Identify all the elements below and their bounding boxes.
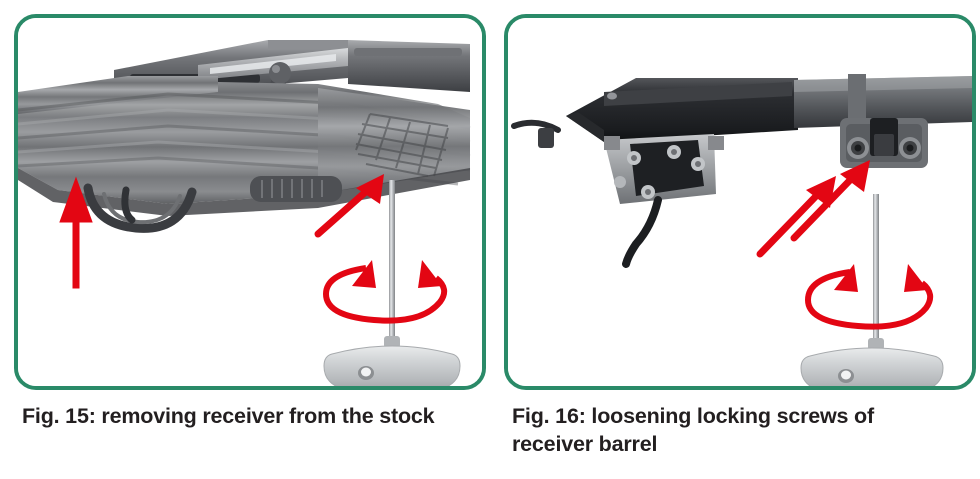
barrel-group (794, 74, 972, 130)
trigger-mechanism-group (604, 134, 724, 204)
hex-key-collar (868, 338, 884, 350)
hex-key-shaft (873, 194, 879, 346)
bolt-release-group (511, 119, 561, 148)
annotation-arrows (59, 174, 448, 324)
annotation-arrows (756, 160, 934, 330)
trigger-pins (614, 145, 705, 199)
caption-15-line2: stock (379, 404, 435, 428)
floorplate-group (250, 176, 342, 202)
photo-barrelled-action (508, 18, 972, 386)
locking-screw-right (899, 137, 921, 159)
caption-15-line1: Fig. 15: removing receiver from the (22, 404, 374, 428)
photo-rifle-in-stock (18, 18, 482, 386)
stock-group (18, 76, 471, 216)
t-handle-hex-key (800, 194, 944, 386)
hex-key-collar (384, 336, 400, 348)
figure-caption-15: Fig. 15: removing receiver from the stoc… (22, 402, 462, 430)
locking-screw-block (840, 118, 928, 168)
diagonal-arrow-screw-right (790, 160, 870, 242)
figure-caption-16: Fig. 16: loosening locking screws of rec… (512, 402, 952, 459)
locking-screw-left (847, 137, 869, 159)
hex-key-shaft (389, 180, 395, 345)
caption-16-line2: receiver barrel (512, 432, 658, 457)
rotation-arrow (322, 260, 448, 324)
diagonal-arrow-screw (314, 174, 384, 238)
t-handle-hex-key (323, 180, 461, 386)
up-arrow-trigger-guard (59, 176, 93, 289)
hex-key-handle (800, 347, 944, 386)
rotation-arrow (804, 264, 934, 330)
figure-panel-15 (14, 14, 486, 390)
trigger-guard-group (83, 183, 197, 233)
receiver-body-group (566, 78, 798, 142)
figure-panel-16 (504, 14, 976, 390)
caption-16-line1: Fig. 16: loosening locking screws of (512, 404, 874, 428)
hex-key-handle (323, 345, 461, 386)
trigger-blade (622, 196, 662, 268)
checkering-panel (355, 113, 449, 177)
